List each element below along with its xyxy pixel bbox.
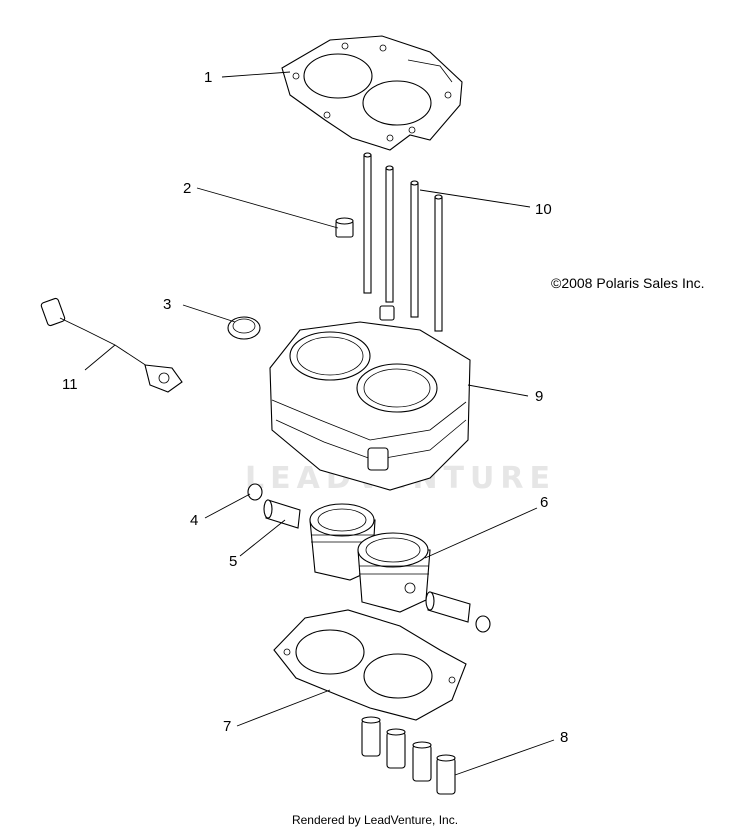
sleeves-part bbox=[361, 716, 456, 795]
callout-2: 2 bbox=[183, 180, 191, 197]
cylinder-block-part bbox=[269, 305, 471, 491]
callout-5: 5 bbox=[229, 553, 237, 570]
circlip-right-part bbox=[475, 615, 491, 633]
callout-11: 11 bbox=[62, 376, 78, 393]
temp-sensor-part bbox=[40, 297, 183, 393]
head-gasket-part bbox=[281, 35, 463, 151]
plug-part bbox=[227, 316, 261, 340]
base-gasket-part bbox=[273, 609, 467, 721]
wrist-pin-left-part bbox=[263, 499, 301, 529]
leader-lines bbox=[84, 71, 555, 776]
cylinder-studs-part bbox=[363, 152, 443, 332]
copyright-notice: ©2008 Polaris Sales Inc. bbox=[551, 275, 705, 291]
pistons-part bbox=[309, 503, 431, 613]
callout-6: 6 bbox=[540, 494, 548, 511]
callout-7: 7 bbox=[223, 718, 231, 735]
callout-4: 4 bbox=[190, 512, 198, 529]
callout-9: 9 bbox=[535, 388, 543, 405]
callout-1: 1 bbox=[204, 69, 212, 86]
callout-8: 8 bbox=[560, 729, 568, 746]
wrist-pin-right-part bbox=[425, 591, 471, 623]
dowel-part bbox=[335, 217, 354, 238]
footer-credit: Rendered by LeadVenture, Inc. bbox=[291, 813, 459, 827]
callout-3: 3 bbox=[163, 296, 171, 313]
circlip-left-part bbox=[247, 483, 263, 501]
callout-10: 10 bbox=[535, 201, 552, 218]
